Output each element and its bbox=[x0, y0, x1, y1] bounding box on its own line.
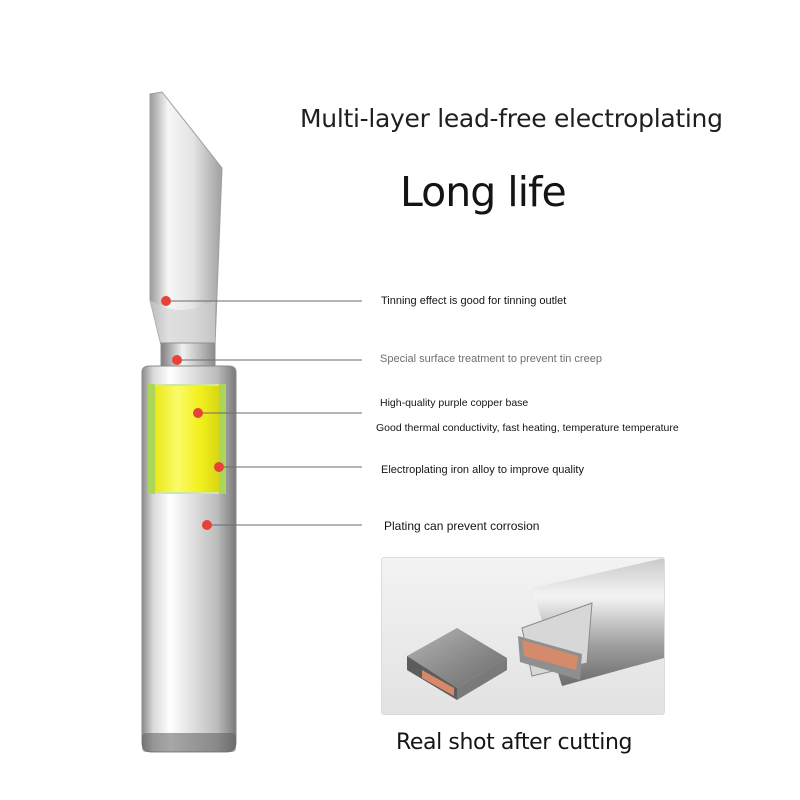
subheadline: Long life bbox=[400, 168, 567, 216]
callout-tin-creep: Special surface treatment to prevent tin… bbox=[380, 353, 602, 365]
headline: Multi-layer lead-free electroplating bbox=[300, 104, 723, 133]
callout-iron-alloy: Electroplating iron alloy to improve qua… bbox=[381, 464, 584, 476]
copper-core-cutaway bbox=[148, 384, 226, 494]
callout-corrosion: Plating can prevent corrosion bbox=[384, 519, 540, 533]
leader-lines bbox=[166, 300, 362, 526]
callout-thermal: Good thermal conductivity, fast heating,… bbox=[376, 422, 679, 434]
tip-blade bbox=[149, 91, 223, 346]
callout-copper-base: High-quality purple copper base bbox=[380, 397, 529, 409]
photo-caption: Real shot after cutting bbox=[396, 730, 633, 755]
cut-section-drawing bbox=[382, 558, 664, 714]
cut-section-photo bbox=[381, 557, 665, 715]
callout-tinning: Tinning effect is good for tinning outle… bbox=[381, 295, 567, 307]
callout-dots bbox=[161, 296, 224, 530]
